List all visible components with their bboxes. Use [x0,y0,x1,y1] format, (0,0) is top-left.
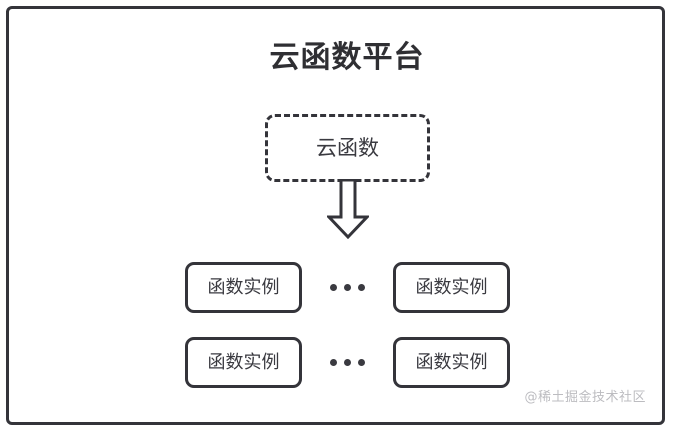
ellipsis-dot [330,284,337,291]
function-instance-row-1: 函数实例 函数实例 [185,262,510,313]
function-instance-box: 函数实例 [185,337,302,388]
function-instance-label: 函数实例 [207,351,280,373]
function-instance-box: 函数实例 [393,337,510,388]
cloud-function-label: 云函数 [316,135,379,160]
down-block-arrow-icon [325,178,371,240]
ellipsis-dot [358,359,365,366]
function-instance-box: 函数实例 [393,262,510,313]
function-instance-label: 函数实例 [207,276,280,298]
cloud-function-platform-frame: 云函数平台 云函数 函数实例 函数实例 函数实例 [6,6,665,425]
function-instance-row-2: 函数实例 函数实例 [185,337,510,388]
ellipsis-dot [344,359,351,366]
function-instance-box: 函数实例 [185,262,302,313]
cloud-function-node: 云函数 [265,114,430,182]
ellipsis-dot [344,284,351,291]
ellipsis-dot [330,359,337,366]
ellipsis-dot [358,284,365,291]
ellipsis-icon [318,284,378,291]
watermark: @稀土掘金技术社区 [524,390,646,405]
function-instance-label: 函数实例 [415,276,488,298]
ellipsis-icon [318,359,378,366]
page-title: 云函数平台 [269,40,425,75]
function-instance-label: 函数实例 [415,351,488,373]
